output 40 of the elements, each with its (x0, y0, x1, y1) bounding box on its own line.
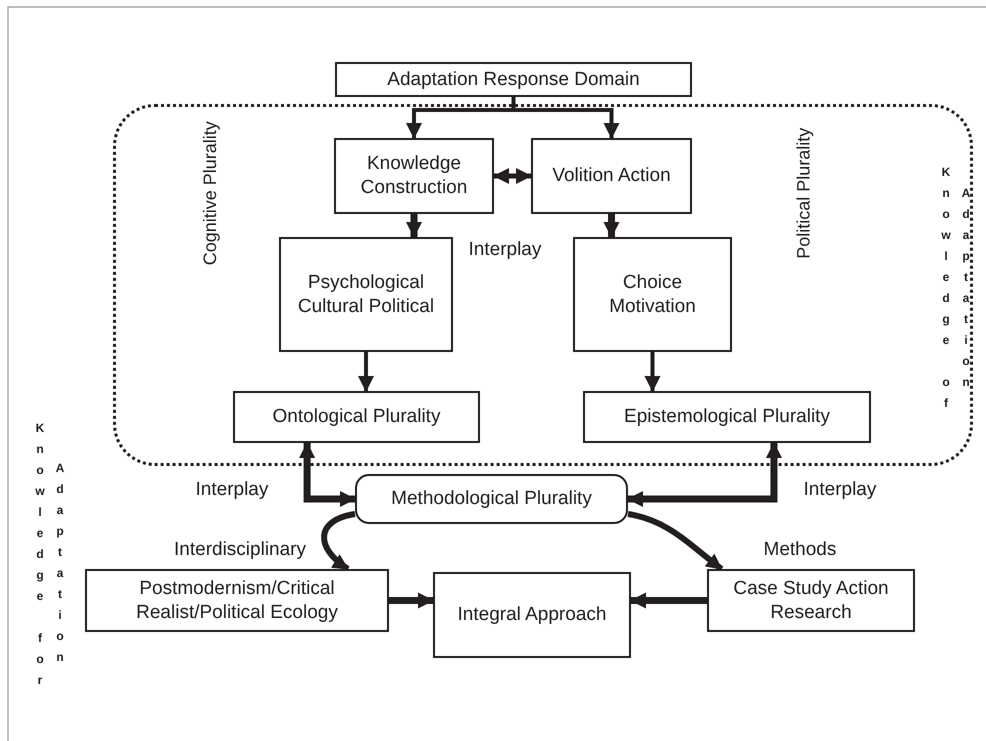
vertical-label: Knowledge of (940, 164, 952, 412)
process-box (334, 138, 494, 214)
box-label: Volition Action (551, 164, 672, 188)
arrow (299, 442, 356, 507)
process-box (531, 138, 692, 214)
box-label: Psychological Cultural Political (296, 270, 436, 318)
arrow (644, 352, 660, 392)
process-box (573, 237, 732, 352)
process-box (335, 62, 692, 97)
side-label: Cognitive Plurality (198, 120, 221, 265)
vertical-label: Adaptation (960, 185, 972, 391)
arrow (493, 168, 532, 184)
process-box (707, 569, 915, 632)
box-label: Ontological Plurality (272, 405, 442, 429)
arrow (321, 511, 356, 572)
arrow (358, 352, 374, 392)
arrow (627, 511, 724, 572)
process-box (433, 572, 631, 658)
process-box (583, 391, 871, 443)
vertical-label: Knowledge for (34, 420, 46, 689)
arrow (630, 592, 707, 608)
process-box (85, 569, 389, 632)
box-label: Choice Motivation (608, 270, 697, 318)
box-label: Postmodernism/Critical Realist/Political Ecology (135, 576, 339, 624)
box-label: Adaptation Response Domain (386, 68, 641, 92)
arrow (604, 214, 620, 238)
box-label: Methodological Plurality (390, 487, 593, 511)
process-box (279, 237, 453, 352)
box-label: Knowledge Construction (360, 152, 468, 200)
arrow (389, 592, 434, 608)
vertical-label: Adaptation (54, 460, 66, 666)
arrow (406, 214, 422, 238)
box-label: Integral Approach (456, 603, 608, 627)
rounded-box (355, 474, 628, 524)
box-label: Case Study Action Research (732, 576, 890, 624)
process-box (233, 391, 480, 443)
arrow (627, 442, 782, 507)
dotted-region (113, 104, 973, 466)
side-label: Political Plurality (792, 127, 814, 258)
box-label: Epistemological Plurality (623, 405, 831, 429)
